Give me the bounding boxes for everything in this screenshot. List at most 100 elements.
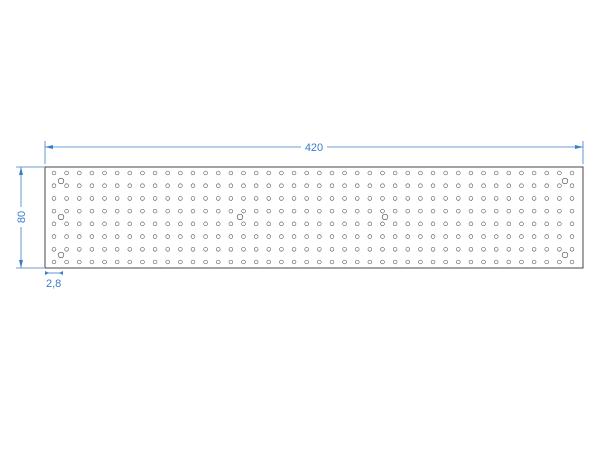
- perforation-hole: [317, 196, 322, 201]
- perforation-hole: [64, 183, 69, 188]
- height-label-bg: [14, 207, 28, 227]
- perforation-hole: [405, 170, 410, 176]
- perforation-hole: [190, 196, 196, 201]
- perforation-hole: [266, 234, 271, 239]
- height-arrow-top: [19, 167, 23, 175]
- perforation-hole: [494, 183, 499, 188]
- perforation-hole: [152, 196, 158, 201]
- perforation-hole: [468, 170, 474, 176]
- perforation-hole: [430, 247, 436, 252]
- mounting-hole: [236, 213, 244, 221]
- perforation-hole: [392, 208, 398, 214]
- perforation-hole: [392, 196, 398, 201]
- perforation-hole: [342, 221, 347, 227]
- perforation-hole: [494, 247, 499, 252]
- perforation-hole: [557, 259, 562, 265]
- perforation-hole: [443, 183, 448, 188]
- perforation-hole: [178, 170, 183, 176]
- perforation-hole: [140, 234, 145, 239]
- perforation-hole: [216, 247, 221, 252]
- hole-label: 2,8: [46, 278, 61, 290]
- height-arrow-bottom: [19, 260, 23, 268]
- perforation-hole: [51, 196, 57, 201]
- perforation-hole: [367, 183, 373, 188]
- perforation-hole: [456, 259, 461, 265]
- perforation-hole: [77, 221, 82, 227]
- perforation-hole: [152, 170, 158, 176]
- perforation-hole: [102, 196, 107, 201]
- perforation-hole: [253, 234, 259, 239]
- perforation-hole: [430, 221, 436, 227]
- perforation-hole: [102, 234, 107, 239]
- perforation-hole: [89, 170, 95, 176]
- perforation-hole: [140, 221, 145, 227]
- perforation-hole: [430, 208, 436, 214]
- perforation-hole: [77, 247, 82, 252]
- perforation-hole: [519, 170, 524, 176]
- perforation-hole: [544, 196, 549, 201]
- plate-outline: [44, 166, 584, 269]
- perforation-hole: [216, 221, 221, 227]
- perforation-hole: [77, 234, 82, 239]
- perforation-hole: [165, 247, 170, 252]
- perforation-hole: [216, 234, 221, 239]
- perforation-hole: [140, 247, 145, 252]
- perforation-hole: [291, 196, 297, 201]
- perforation-hole: [519, 234, 524, 239]
- length-label-bg: [301, 140, 327, 154]
- perforation-hole: [165, 196, 170, 201]
- perforation-hole: [418, 234, 423, 239]
- perforation-hole: [64, 247, 69, 252]
- perforation-hole: [152, 234, 158, 239]
- perforation-hole: [178, 183, 183, 188]
- perforation-hole: [51, 234, 57, 239]
- perforation-hole: [241, 208, 246, 214]
- perforation-hole: [367, 247, 373, 252]
- perforation-hole: [380, 183, 385, 188]
- perforation-hole: [241, 196, 246, 201]
- perforation-hole: [443, 208, 448, 214]
- perforation-hole: [544, 221, 549, 227]
- perforation-hole: [165, 259, 170, 265]
- perforation-hole: [380, 170, 385, 176]
- perforation-hole: [468, 183, 474, 188]
- perforation-hole: [165, 221, 170, 227]
- perforation-hole: [418, 247, 423, 252]
- perforation-hole: [266, 170, 271, 176]
- large-holes: [57, 177, 569, 259]
- perforation-hole: [544, 170, 549, 176]
- perforation-hole: [355, 170, 360, 176]
- perforation-hole: [519, 196, 524, 201]
- perforation-hole: [405, 183, 410, 188]
- perforation-hole: [531, 183, 537, 188]
- perforation-hole: [468, 234, 474, 239]
- perforation-hole: [178, 247, 183, 252]
- perforation-hole: [203, 170, 208, 176]
- perforation-hole: [418, 259, 423, 265]
- perforation-hole: [342, 247, 347, 252]
- perforation-hole: [190, 247, 196, 252]
- mounting-hole: [561, 251, 569, 259]
- perforation-hole: [140, 183, 145, 188]
- perforation-hole: [392, 170, 398, 176]
- perforation-hole: [481, 259, 486, 265]
- perforation-hole: [544, 247, 549, 252]
- perforation-hole: [329, 221, 335, 227]
- perforation-hole: [355, 183, 360, 188]
- perforation-hole: [531, 259, 537, 265]
- perforation-hole: [253, 196, 259, 201]
- perforation-hole: [392, 183, 398, 188]
- perforation-hole: [291, 170, 297, 176]
- perforation-hole: [557, 183, 562, 188]
- perforation-hole: [494, 234, 499, 239]
- perforation-hole: [178, 208, 183, 214]
- perforation-hole: [203, 234, 208, 239]
- perforation-hole: [569, 221, 575, 227]
- perforation-hole: [506, 170, 512, 176]
- perforation-hole: [418, 183, 423, 188]
- perforation-hole: [291, 247, 297, 252]
- perforation-hole: [228, 234, 234, 239]
- perforation-hole: [203, 259, 208, 265]
- perforation-hole: [506, 183, 512, 188]
- perforation-hole: [127, 234, 132, 239]
